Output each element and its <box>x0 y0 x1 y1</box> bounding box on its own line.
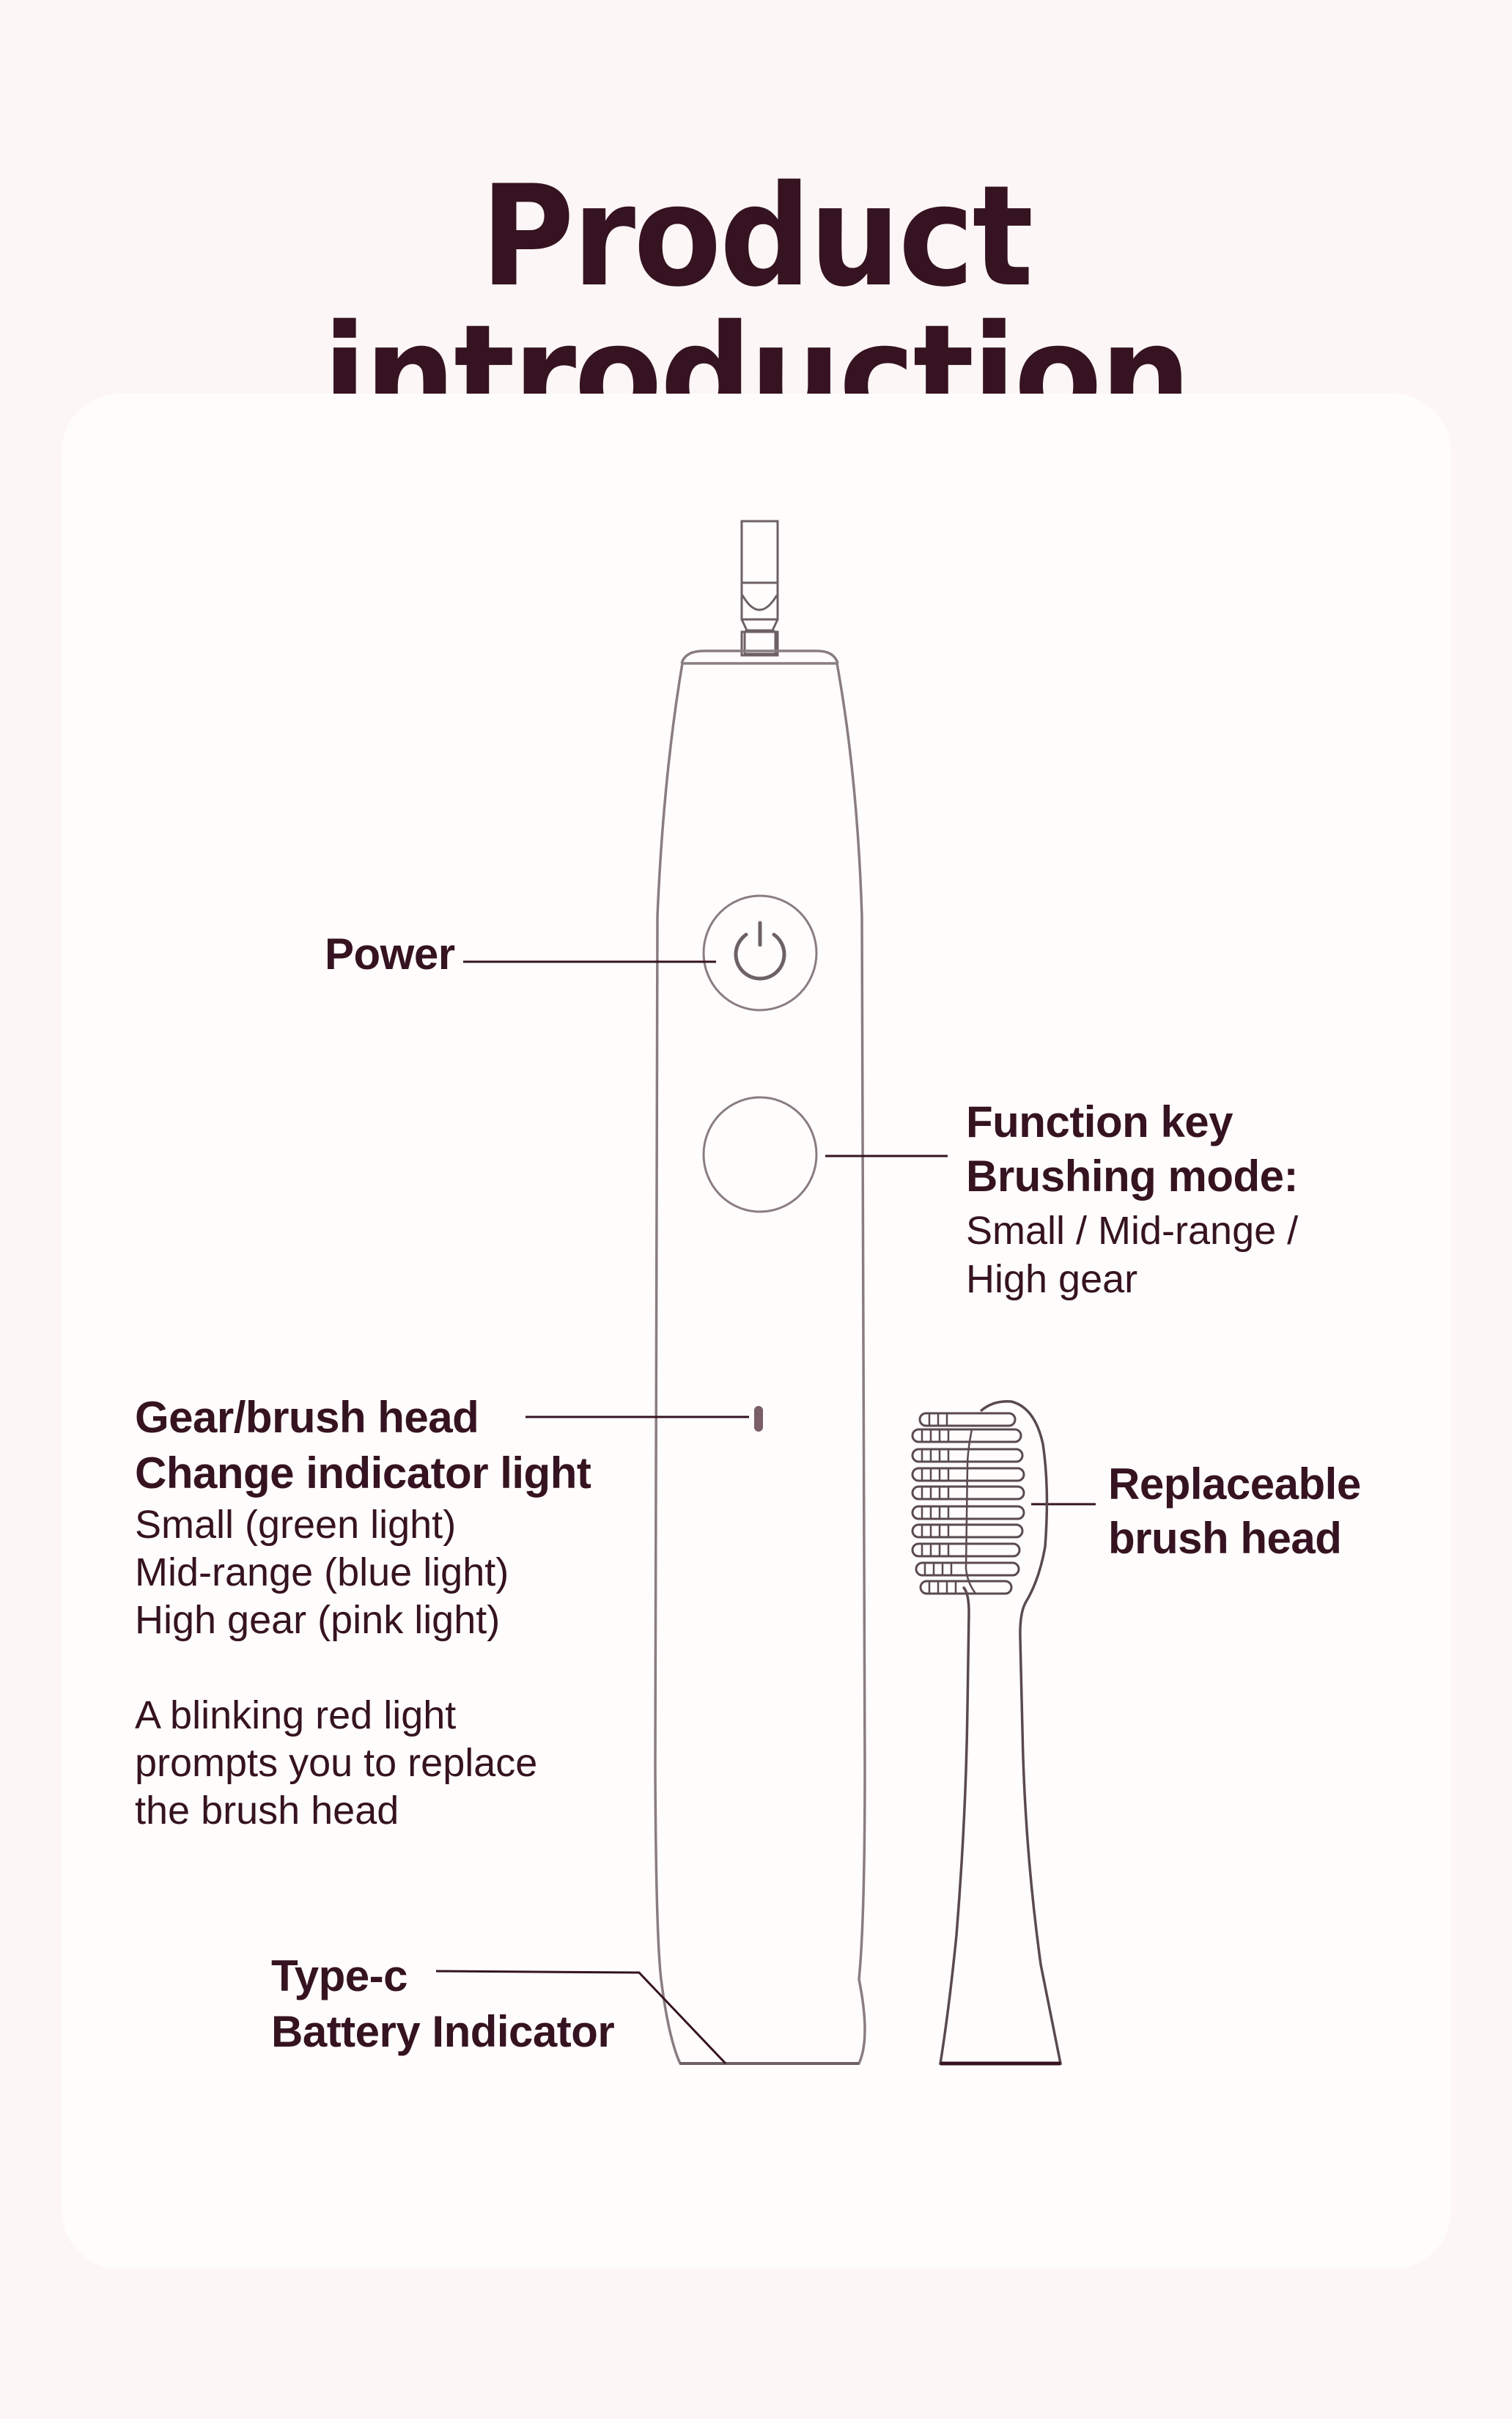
handle-icon <box>654 649 866 2065</box>
function-key-detail-2: High gear <box>966 1257 1138 1301</box>
brushing-mode-title: Brushing mode: <box>966 1152 1299 1201</box>
leader-lines <box>435 960 1096 2065</box>
indicator-light-icon <box>754 1406 763 1432</box>
brush-head-title-2: brush head <box>1108 1514 1342 1563</box>
indicator-note-3: the brush head <box>135 1789 399 1833</box>
battery-indicator-title: Battery Indicator <box>271 2007 615 2056</box>
indicator-note-2: prompts you to replace <box>135 1741 538 1785</box>
callout-function-key: Function key Brushing mode: Small / Mid-… <box>966 1095 1299 1303</box>
callout-brush-head: Replaceable brush head <box>1108 1457 1361 1566</box>
indicator-mode-small: Small (green light) <box>135 1503 457 1547</box>
bristles-icon <box>911 1412 1025 1595</box>
function-key-detail-1: Small / Mid-range / <box>966 1209 1299 1253</box>
indicator-note-1: A blinking red light <box>135 1693 457 1737</box>
drive-shaft-icon <box>740 520 779 657</box>
function-key-title: Function key <box>966 1097 1233 1146</box>
indicator-title-1: Gear/brush head <box>135 1393 479 1442</box>
callout-type-c: Type-c Battery Indicator <box>271 1948 615 2060</box>
brush-head-title-1: Replaceable <box>1108 1459 1361 1509</box>
function-key-button-icon <box>702 1096 818 1213</box>
power-label: Power <box>325 929 455 979</box>
callout-indicator-light: Gear/brush head Change indicator light S… <box>135 1390 591 1835</box>
indicator-mode-mid: Mid-range (blue light) <box>135 1550 509 1594</box>
diagram-card <box>62 394 1451 2269</box>
indicator-title-2: Change indicator light <box>135 1448 591 1498</box>
indicator-mode-high: High gear (pink light) <box>135 1598 501 1642</box>
callout-power: Power <box>325 928 455 981</box>
power-button-icon <box>702 894 818 1012</box>
brush-head-icon <box>938 1400 1063 2066</box>
type-c-title: Type-c <box>271 1951 407 2000</box>
